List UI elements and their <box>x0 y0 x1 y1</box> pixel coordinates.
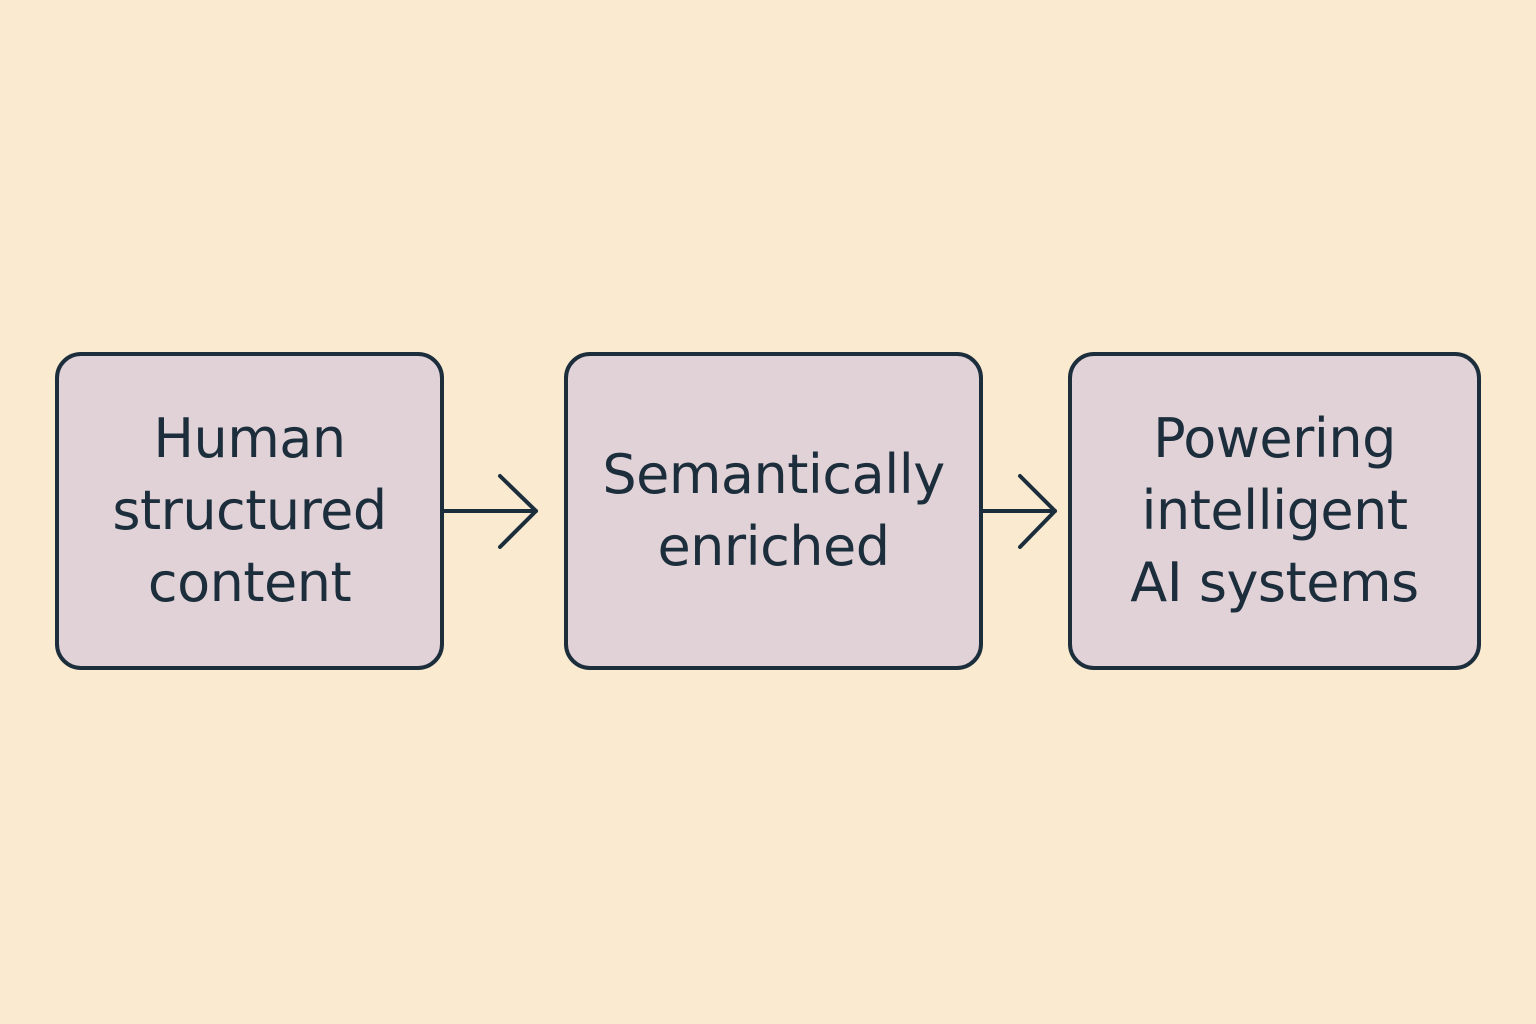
step-label: Powering intelligent AI systems <box>1130 407 1419 614</box>
arrow-right-icon <box>442 474 538 549</box>
step-box-powering-ai-systems: Powering intelligent AI systems <box>1068 352 1481 670</box>
step-label: Semantically enriched <box>602 443 945 578</box>
arrow-right-icon <box>981 474 1057 549</box>
step-box-semantically-enriched: Semantically enriched <box>564 352 983 670</box>
step-box-human-structured-content: Human structured content <box>55 352 444 670</box>
step-label: Human structured content <box>112 407 387 614</box>
